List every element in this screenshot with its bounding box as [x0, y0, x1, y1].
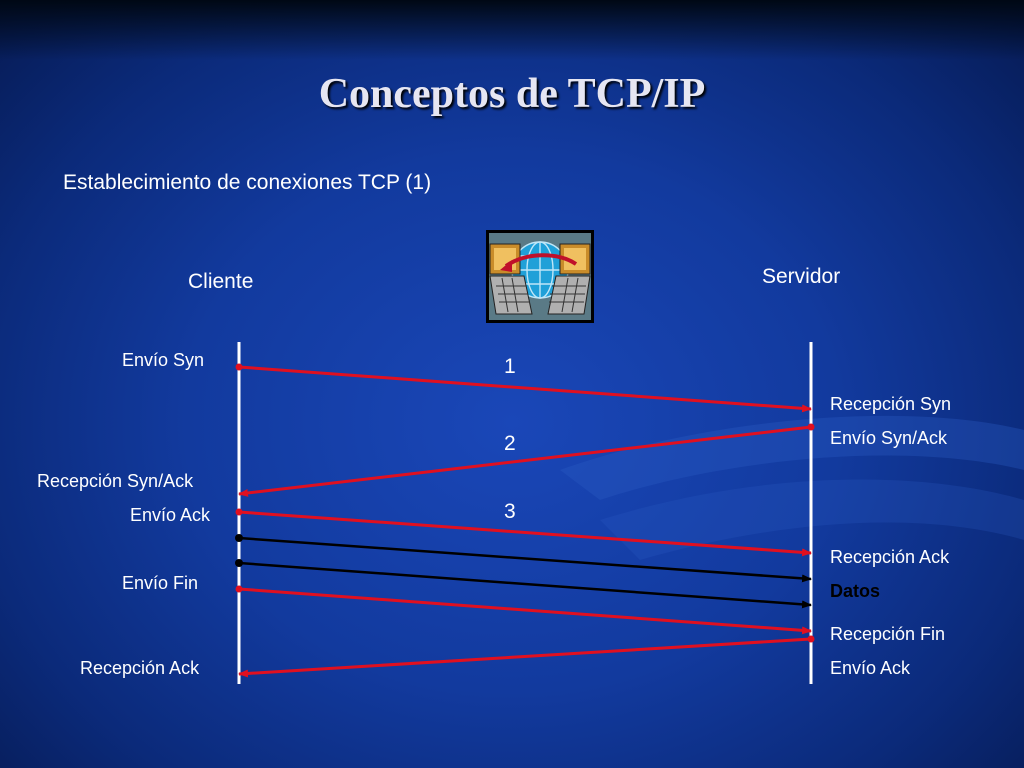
syn-dot [235, 363, 243, 371]
server-recepcion-fin-label: Recepción Fin [830, 624, 946, 644]
fin-dot [235, 585, 243, 593]
server-envio-ack-label: Envío Ack [830, 658, 911, 678]
step-number-2: 2 [504, 432, 516, 455]
data-arrow-2 [238, 561, 812, 609]
server-envio-syn-ack-label: Envío Syn/Ack [830, 428, 948, 448]
syn-arrow [238, 365, 812, 413]
fin-arrow [238, 587, 812, 635]
client-envio-fin-label: Envío Fin [122, 573, 199, 593]
ack-dot [235, 508, 243, 516]
data-dot-2 [235, 559, 243, 567]
server-heading: Servidor [762, 265, 841, 288]
client-heading: Cliente [188, 270, 254, 293]
fin-ack-arrow [238, 637, 812, 678]
slide-title: Conceptos de TCP/IP [318, 71, 706, 117]
data-arrow-1 [238, 536, 812, 583]
step-number-1: 1 [504, 355, 516, 378]
syn-ack-dot [807, 423, 815, 431]
slide-subtitle: Establecimiento de conexiones TCP (1) [63, 171, 432, 194]
syn-ack-arrow [238, 425, 812, 497]
data-dot-1 [235, 534, 243, 542]
client-envio-ack-label: Envío Ack [130, 505, 211, 525]
server-recepcion-syn-label: Recepción Syn [830, 394, 952, 414]
step-number-3: 3 [504, 500, 516, 523]
server-recepcion-ack-label: Recepción Ack [830, 547, 950, 567]
top-band [0, 0, 1024, 60]
client-recepcion-syn-ack-label: Recepción Syn/Ack [37, 471, 194, 491]
network-computers-icon [486, 230, 594, 323]
ack-arrow [238, 510, 812, 557]
client-recepcion-ack-label: Recepción Ack [80, 658, 200, 678]
fin-ack-dot [807, 635, 815, 643]
client-envio-syn-label: Envío Syn [122, 350, 205, 370]
server-datos-label: Datos [830, 581, 881, 601]
